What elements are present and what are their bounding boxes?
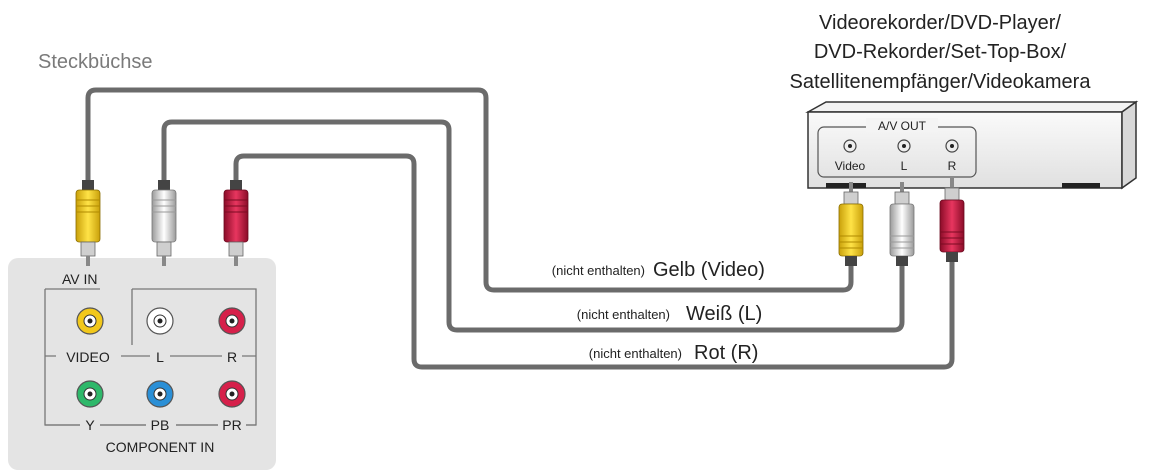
y-in-label: Y bbox=[85, 417, 95, 433]
device-box-top bbox=[805, 101, 1139, 113]
av-device: A/V OUT Video L R bbox=[805, 100, 1139, 190]
device-box-front bbox=[807, 111, 1123, 189]
cable-label-yellow: Gelb (Video) bbox=[653, 259, 765, 281]
jack-l-in bbox=[146, 307, 174, 335]
video-out-label: Video bbox=[835, 159, 866, 173]
cable-note-red: (nicht enthalten) bbox=[589, 346, 682, 361]
jack-l-out bbox=[897, 139, 911, 153]
device-label-line-1: Videorekorder/DVD-Player/ bbox=[819, 12, 1061, 34]
jack-video-out bbox=[843, 139, 857, 153]
jack-r-out bbox=[945, 139, 959, 153]
cable-label-red: Rot (R) bbox=[694, 342, 758, 364]
plug-yellow-device bbox=[838, 182, 864, 266]
cables bbox=[85, 87, 955, 370]
cable-label-white: Weiß (L) bbox=[686, 303, 762, 325]
jack-video-in bbox=[76, 307, 104, 335]
device-label-line-2: DVD-Rekorder/Set-Top-Box/ bbox=[814, 41, 1067, 63]
jack-y-in bbox=[76, 380, 104, 408]
plug-white-tv bbox=[151, 180, 177, 266]
cable-white bbox=[161, 119, 905, 333]
cable-caption-red: (nicht enthalten) Rot (R) bbox=[589, 342, 759, 364]
cable-yellow bbox=[85, 87, 854, 293]
cable-red bbox=[233, 153, 955, 370]
video-in-label: VIDEO bbox=[66, 349, 110, 365]
source-label: Steckbüchse bbox=[38, 51, 153, 73]
jack-pr-in bbox=[218, 380, 246, 408]
pr-in-label: PR bbox=[222, 417, 241, 433]
cable-caption-yellow: (nicht enthalten) Gelb (Video) bbox=[552, 259, 765, 281]
l-in-label: L bbox=[156, 349, 164, 365]
av-out-label: A/V OUT bbox=[878, 119, 927, 133]
pb-in-label: PB bbox=[151, 417, 170, 433]
r-in-label: R bbox=[227, 349, 237, 365]
plug-white-device bbox=[889, 182, 915, 266]
r-out-label: R bbox=[948, 159, 957, 173]
jack-pb-in bbox=[146, 380, 174, 408]
av-in-label: AV IN bbox=[62, 271, 98, 287]
cable-note-yellow: (nicht enthalten) bbox=[552, 263, 645, 278]
cable-note-white: (nicht enthalten) bbox=[577, 307, 670, 322]
jack-r-in bbox=[218, 307, 246, 335]
cable-caption-white: (nicht enthalten) Weiß (L) bbox=[577, 303, 763, 325]
plug-yellow-tv bbox=[75, 180, 101, 266]
tv-panel-bg bbox=[8, 258, 276, 470]
plug-red-device bbox=[939, 178, 965, 262]
l-out-label: L bbox=[901, 159, 908, 173]
tv-av-panel: AV IN VIDEO L R bbox=[8, 258, 276, 470]
component-in-label: COMPONENT IN bbox=[106, 439, 215, 455]
device-label-line-3: Satellitenempfänger/Videokamera bbox=[790, 71, 1092, 93]
plug-red-tv bbox=[223, 180, 249, 266]
